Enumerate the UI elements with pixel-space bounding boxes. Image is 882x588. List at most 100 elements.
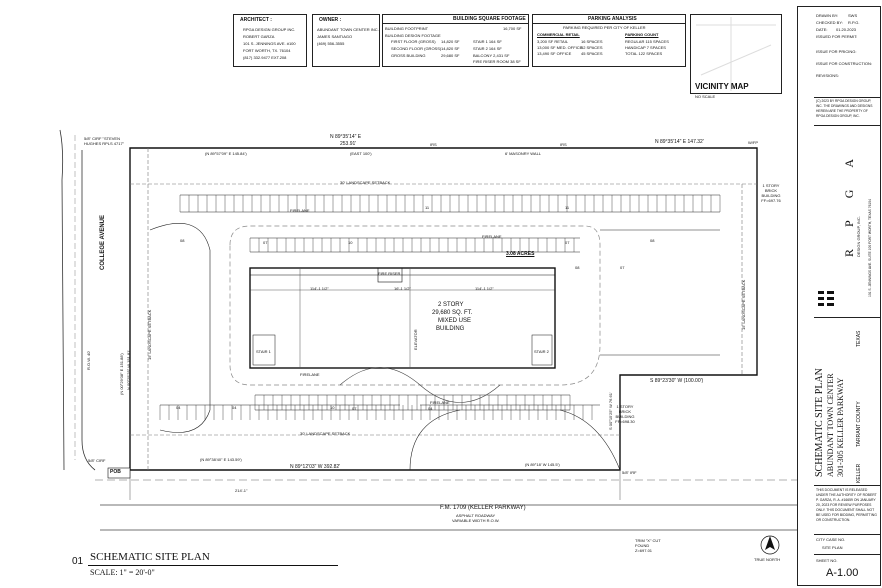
stall-count: 08 (180, 238, 185, 243)
elevator-label: ELEVATOR (413, 329, 418, 350)
fire-riser-label: FIRE RISER (378, 271, 401, 276)
owner-line: (469) 556-3555 (317, 41, 345, 46)
project-address: 301-305 KELLER PARKWAY (836, 377, 845, 477)
fm-road: F.M. 1709 (KELLER PARKWAY) (440, 505, 526, 511)
building-story: 2 STORY (438, 302, 464, 308)
fire-lane-label: FIRELANE (430, 400, 450, 405)
stall-count: 04 (176, 405, 181, 410)
dim-mid: 16'-1 1/2" (394, 286, 411, 291)
fire-lane-label: FIRELANE (290, 208, 310, 213)
wfp-marker: W/FP (748, 140, 758, 145)
issue-construction: ISSUE FOR CONSTRUCTION: (816, 61, 873, 66)
brand-letter: G (842, 167, 856, 199)
landscape-setback-left: 15' LANDSCAPE SETBACK (147, 309, 152, 360)
stall-count: 04 (232, 405, 237, 410)
revisions-label: REVISIONS: (816, 73, 839, 78)
acres-label: 3.08 ACRES (506, 251, 535, 257)
true-north-label: TRUE NORTH (754, 557, 781, 562)
checked-by: R.P.G. (848, 20, 860, 25)
bsf-row: FIRST FLOOR (GROSS) (391, 39, 436, 44)
north-distance: 253.91' (340, 141, 357, 147)
stall-count: 11 (425, 205, 430, 210)
building-sf: 29,680 SQ. FT. (432, 310, 473, 316)
stair2-label: STAIR 2 (534, 349, 549, 354)
date-value: 01.20.2023 (836, 27, 857, 32)
bsf-row: BUILDING DESIGN FOOTAGE (385, 33, 441, 38)
bsf-row: 14,820 SF (441, 39, 460, 44)
masonry-wall: 6' MASONRY WALL (505, 151, 542, 156)
brand-sub: DESIGN GROUP, INC. (856, 216, 861, 257)
vicinity-map-drawing (696, 17, 776, 91)
north-bearing-right: N 89°35'14" E 147.32' (655, 139, 704, 145)
brick-building-bottom: 1 STORY BRICK BUILDING FF=698.30 (615, 404, 635, 424)
site-plan-drawing (59, 129, 800, 555)
dim-overall: 214'-1" (235, 488, 248, 493)
project-county: TARRANT COUNTY (856, 401, 862, 447)
release-note: THIS DOCUMENT IS RELEASED UNDER THE AUTH… (816, 488, 877, 522)
project-city: KELLER (856, 463, 862, 483)
parking-row: 3,200 SF RETAIL (537, 39, 569, 44)
architect-line: (817) 332.9477 EXT.208 (243, 55, 287, 60)
vicinity-scale: NO SCALE (695, 94, 716, 99)
stall-count: 08 (575, 265, 580, 270)
brand-name: RPGA (842, 137, 857, 257)
landscape-setback-bottom: 30' LANDSCAPE SETBACK (300, 431, 351, 436)
stair1-label: STAIR 1 (256, 349, 271, 354)
bsf-row: GROSS BUILDING (391, 53, 426, 58)
parking-row: TOTAL 122 SPACES (625, 51, 663, 56)
title-block: DRAWN BY: SWS CHECKED BY: R.P.G. DATE: 0… (797, 6, 881, 586)
brick-building-top: 1 STORY BRICK BUILDING FF=697.76 (761, 183, 781, 203)
irs-marker: IRS (560, 142, 567, 147)
project-name: ABUNDANT TOWN CENTER (826, 373, 835, 477)
drawing-title: SCHEMATIC SITE PLAN (90, 551, 210, 563)
dim-row: 114'-1 1/2" (310, 286, 329, 291)
architect-line: ROBERT GARZA (243, 34, 275, 39)
parking-row: 52 SPACES (581, 45, 603, 50)
owner-box: OWNER : ABUNDANT TOWN CENTER INC. JAMES … (312, 14, 380, 67)
dim-row: 114'-1 1/2" (475, 286, 494, 291)
east-bearing: S 89°23'30" W (100.00') (650, 378, 704, 384)
stall-count: 08 (650, 238, 655, 243)
north-sub-bearing: (N 89°57'09" E 145.84') (205, 151, 247, 156)
architect-line: 101 S. JENNINGS AVE. #100 (243, 41, 296, 46)
east-100: (EAST 100') (350, 151, 372, 156)
owner-line: JAMES SANTIAGO (317, 34, 353, 39)
variable-row: VARIABLE WIDTH R.O.W. (452, 518, 500, 523)
issue-pricing: ISSUE FOR PRICING: (816, 49, 857, 54)
bsf-row: 16,700 SF (503, 26, 522, 31)
checked-by-label: CHECKED BY: (816, 20, 843, 25)
stall-count: 10 (330, 405, 335, 410)
building-word: BUILDING (436, 326, 465, 332)
asphalt-label: ASPHALT ROADWAY (456, 513, 496, 518)
brand-logo-icon (818, 291, 834, 306)
parking-row: REGULAR 115 SPACES (625, 39, 669, 44)
vicinity-label: VICINITY MAP (695, 82, 749, 91)
bsf-row: BUILDING FOOTPRINT (385, 26, 429, 31)
parking-note: PARKING REQUIRED PER CITY OF KELLER (563, 25, 646, 30)
parking-row: 13,000 SF MED. OFFICE (537, 45, 583, 50)
parking-col: PARKING COUNT (625, 32, 659, 37)
bsf-row: STAIR 2 164 SF (473, 46, 502, 51)
project-sheet-title: SCHEMATIC SITE PLAN (814, 368, 825, 477)
drawing-scale: SCALE: 1" = 20'-0" (90, 568, 155, 577)
brand-address: 101 S. JENNINGS AVE. SUITE 100 FORT WORT… (868, 199, 872, 297)
brand-letter: A (842, 136, 856, 168)
bsf-row: FIRE RISER ROOM 38 SF (473, 59, 521, 64)
row-left: R.O.W. 40' (86, 350, 91, 370)
issue-permit: ISSUED FOR PERMIT: (816, 34, 858, 39)
left-bearing: N 00°25'25" W 151.81' (126, 349, 131, 390)
parking-col: COMMERCIAL RETAIL (537, 32, 580, 37)
copyright-note: (C) 2023 BY RPGA DESIGN GROUP, INC. THE … (816, 99, 873, 118)
landscape-setback-right: 15' LANDSCAPE SETBACK (741, 279, 746, 330)
parking-row: 45 SPACES (581, 51, 603, 56)
stall-count: 07 (620, 265, 625, 270)
parking-row: 13,490 SF OFFICE (537, 51, 572, 56)
bsf-row: BALCONY 2,431 SF (473, 53, 510, 58)
drawn-by-label: DRAWN BY: (816, 13, 839, 18)
brand-letter: P (842, 198, 856, 227)
bsf-row: 14,820 SF (441, 46, 460, 51)
south-sub-left: (N 89°38'40" E 143.59') (200, 457, 242, 462)
drawing-number: 01 (72, 556, 84, 567)
sheet-title-label: SITE PLAN (822, 545, 843, 550)
date-label: DATE: (816, 27, 828, 32)
